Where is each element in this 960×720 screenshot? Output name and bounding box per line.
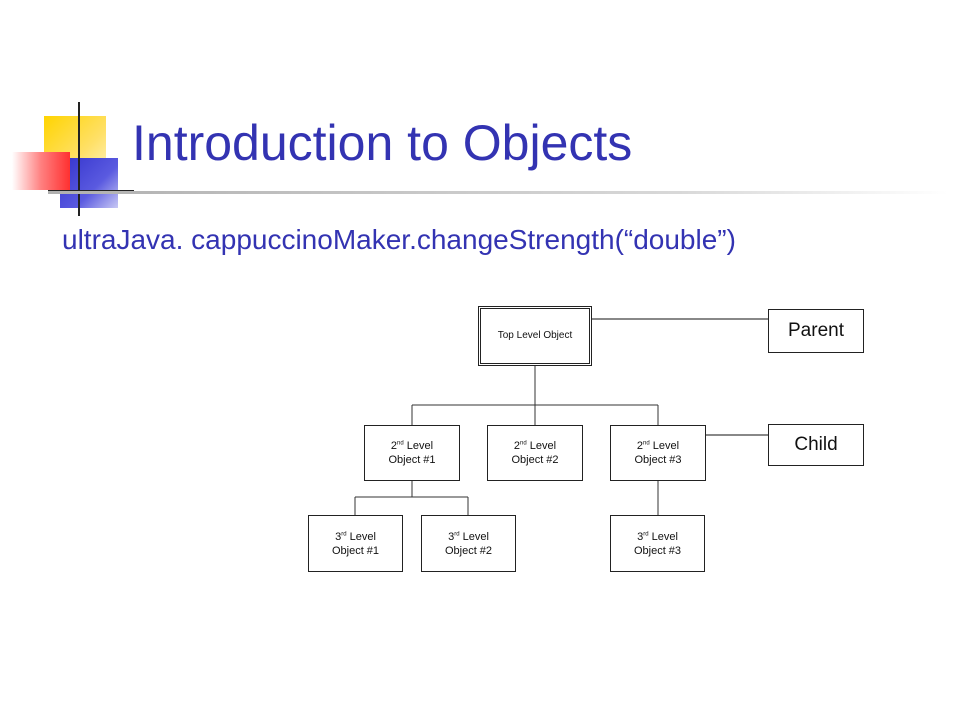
level2-object2-line2: Object #2 (511, 454, 559, 466)
level3-object3-line2: Object #3 (633, 544, 682, 557)
decor-red-square (12, 152, 70, 190)
level3-object2-line2: Object #2 (444, 544, 493, 557)
slide-title: Introduction to Objects (132, 115, 633, 171)
level3-object3-line1: 3rd Level (637, 530, 678, 543)
child-tag: Child (768, 424, 864, 466)
level2-object1-box: 2nd Level Object #1 (364, 425, 460, 481)
level3-object1-box: 3rd Level Object #1 (308, 515, 403, 572)
level3-object1-line1: 3rd Level (335, 530, 376, 543)
level2-object1-line2: Object #1 (388, 454, 436, 466)
level2-object3-box: 2nd Level Object #3 (610, 425, 706, 481)
level3-object2-box: 3rd Level Object #2 (421, 515, 516, 572)
level3-object2-line1: 3rd Level (448, 530, 489, 543)
level3-object1-line2: Object #1 (331, 544, 380, 557)
parent-tag: Parent (768, 309, 864, 353)
level3-object3-box: 3rd Level Object #3 (610, 515, 705, 572)
slide-subtitle: ultraJava. cappuccinoMaker.changeStrengt… (62, 224, 736, 255)
level2-object2-box: 2nd Level Object #2 (487, 425, 583, 481)
title-divider (48, 191, 948, 194)
level2-object3-line1: 2nd Level (636, 440, 680, 452)
decor-vertical-line (78, 102, 80, 216)
level2-object2-line1: 2nd Level (513, 440, 557, 452)
top-level-object-box: Top Level Object (478, 306, 592, 366)
top-level-object-label: Top Level Object (497, 330, 573, 341)
level2-object3-line2: Object #3 (634, 454, 682, 466)
level2-object1-line1: 2nd Level (390, 440, 434, 452)
